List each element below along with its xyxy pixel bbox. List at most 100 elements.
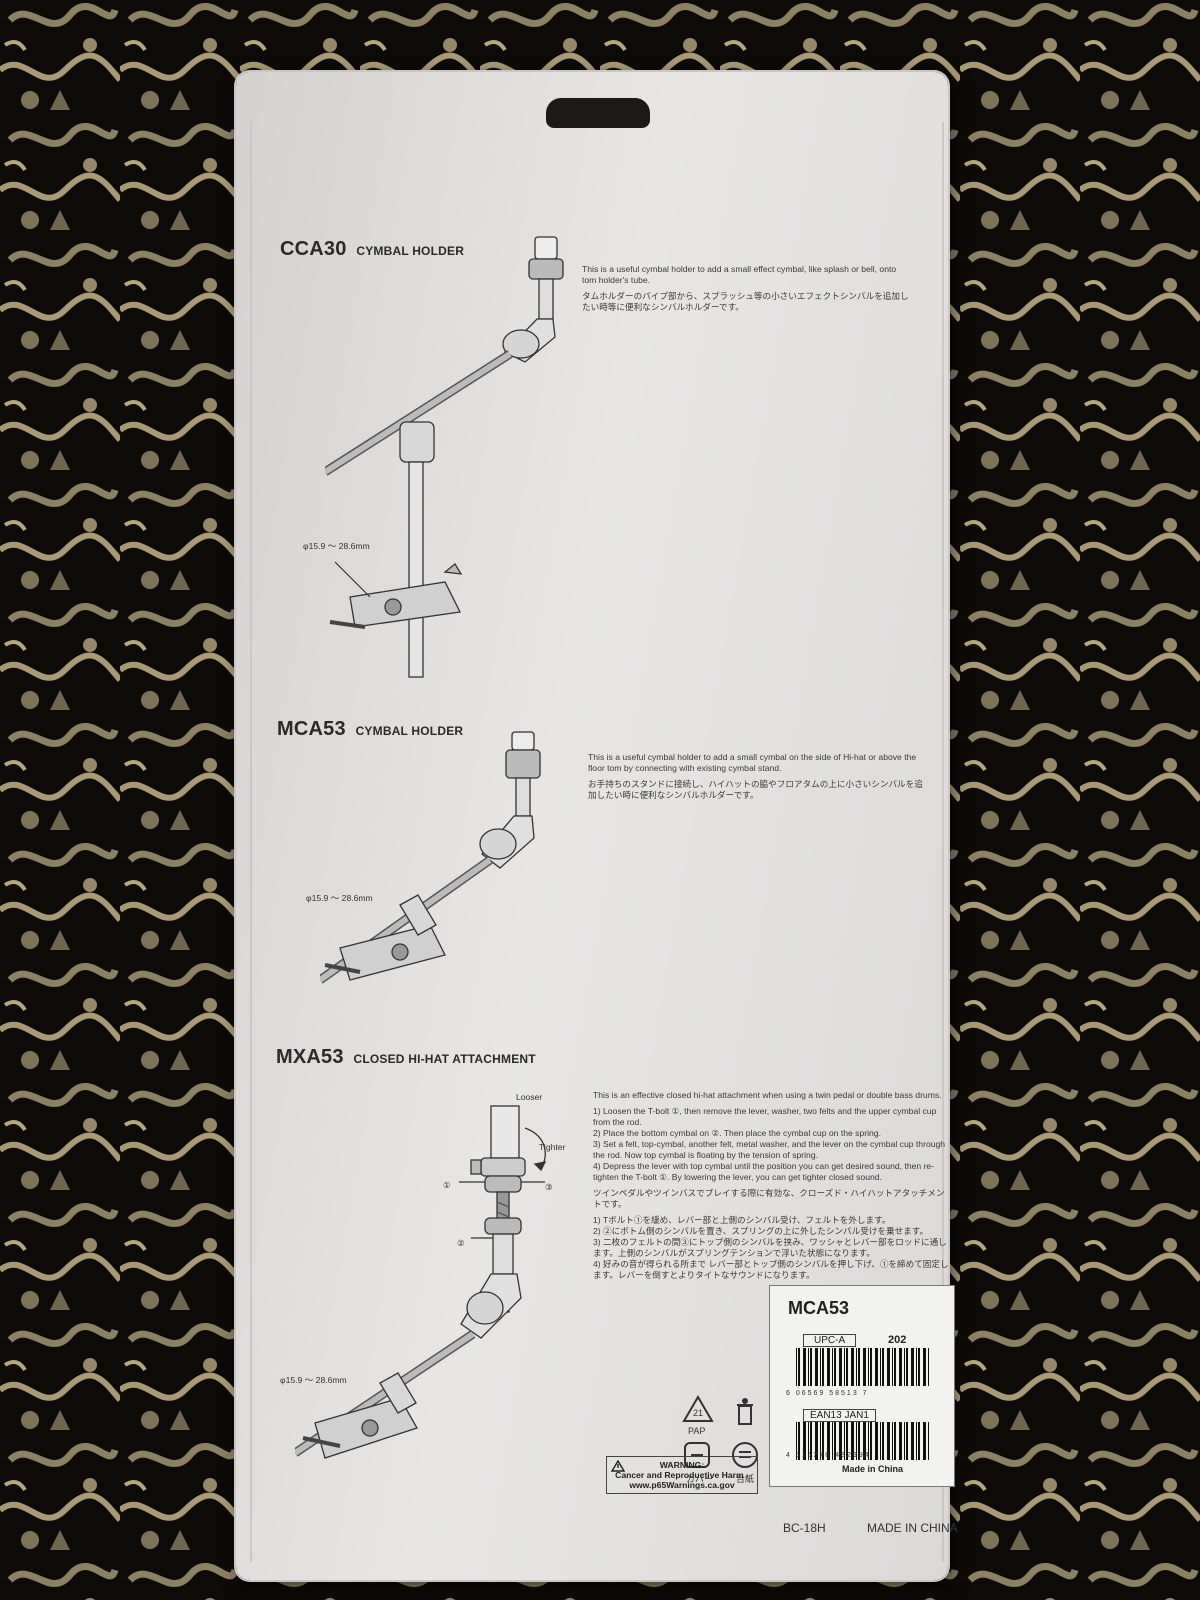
barcode-bar [808, 1348, 809, 1386]
barcode-bar [918, 1348, 920, 1386]
callout-1: ① [443, 1180, 451, 1190]
barcode-bar [844, 1348, 845, 1386]
barcode-bar [796, 1348, 797, 1386]
ean-barcode [796, 1422, 929, 1460]
warning-line2: Cancer and Reproductive Harm - [615, 1470, 749, 1480]
mxa53-step-jp-3: 3) 二枚のフェルトの間③にトップ側のシンバルを挟み、ワッシャとレバー部をロッド… [593, 1237, 947, 1258]
mxa53-step-en-4: 4) Depress the lever with top cymbal unt… [593, 1161, 935, 1182]
barcode-bar [803, 1348, 806, 1386]
callout-2: ② [457, 1238, 465, 1248]
barcode-bar [916, 1348, 917, 1386]
mca53-name: CYMBAL HOLDER [355, 724, 464, 738]
barcode-bar [851, 1422, 854, 1460]
label-made-in: Made in China [842, 1464, 904, 1474]
barcode-bar [815, 1348, 818, 1386]
barcode-bar [798, 1348, 800, 1386]
mxa53-step-en-2: 2) Place the bottom cymbal on ②. Then pl… [593, 1128, 881, 1138]
mxa53-steps-jp: 1) Tボルト①を緩め、レバー部と上側のシンバル受け、フェルトを外します。 2)… [593, 1215, 953, 1281]
mca53-model: MCA53 [277, 718, 346, 740]
barcode-bar [834, 1348, 836, 1386]
barcode-bar [875, 1422, 878, 1460]
barcode-bar [880, 1348, 881, 1386]
barcode-bar [827, 1422, 830, 1460]
mca53-title: MCA53 CYMBAL HOLDER [277, 718, 463, 741]
warning-line1: WARNING: [659, 1460, 705, 1470]
mca53-dimension: φ15.9 〜 28.6mm [306, 893, 373, 903]
mxa53-intro-en: This is an effective closed hi-hat attac… [593, 1090, 942, 1100]
barcode-bar [803, 1422, 806, 1460]
barcode-bar [820, 1348, 821, 1386]
looser-label: Looser [516, 1092, 543, 1102]
pap-recycle-icon: 21 [682, 1395, 714, 1422]
barcode-bar [810, 1348, 812, 1386]
ean-tag: EAN13 JAN1 [803, 1409, 876, 1422]
pap-number: 21 [693, 1408, 703, 1418]
upc-digits: 6 06569 58513 7 [786, 1390, 869, 1397]
barcode-bar [827, 1348, 830, 1386]
mca53-desc-en: This is a useful cymbal holder to add a … [588, 752, 917, 773]
barcode-bar [882, 1422, 884, 1460]
plastic-mark-icon [684, 1442, 710, 1468]
barcode-bar [863, 1422, 866, 1460]
barcode-bar [892, 1348, 893, 1386]
barcode-bar [839, 1348, 842, 1386]
footer-made-in: MADE IN CHINA [867, 1521, 958, 1535]
barcode-bar [868, 1422, 869, 1460]
barcode-bar [918, 1422, 920, 1460]
barcode-bar [810, 1422, 812, 1460]
paper-label: 台紙 [736, 1474, 755, 1484]
barcode-bar [904, 1348, 905, 1386]
barcode-bar [856, 1422, 857, 1460]
barcode-bar [798, 1422, 800, 1460]
barcode-bar [863, 1348, 866, 1386]
barcode-bar [858, 1348, 860, 1386]
barcode-bar [822, 1422, 824, 1460]
barcode-bar [923, 1422, 926, 1460]
mxa53-step-jp-4: 4) 好みの音が得られる所まで レバー部とトップ側のシンバルを押し下げ、①を締め… [593, 1259, 949, 1280]
barcode-bar [808, 1422, 809, 1460]
cca30-title: CCA30 CYMBAL HOLDER [280, 238, 464, 261]
barcode-bar [846, 1348, 848, 1386]
barcode-bar [870, 1422, 872, 1460]
barcode-bar [856, 1348, 857, 1386]
barcode-bar [916, 1422, 917, 1460]
barcode-bar [822, 1348, 824, 1386]
barcode-bar [892, 1422, 893, 1460]
barcode-bar [851, 1348, 854, 1386]
footer-code: BC-18H [783, 1521, 826, 1535]
trash-bin-icon [737, 1398, 753, 1425]
pap-label: PAP [688, 1426, 706, 1436]
cover-label: カバー [686, 1474, 714, 1484]
barcode-bar [858, 1422, 860, 1460]
mxa53-title: MXA53 CLOSED HI-HAT ATTACHMENT [276, 1046, 536, 1069]
upc-barcode [796, 1348, 929, 1386]
label-model: MCA53 [788, 1298, 850, 1318]
barcode-bar [832, 1348, 833, 1386]
barcode-bar [839, 1422, 842, 1460]
barcode-bar [904, 1422, 905, 1460]
mxa53-model: MXA53 [276, 1046, 344, 1068]
barcode-bar [923, 1348, 926, 1386]
barcode-bar [928, 1422, 929, 1460]
barcode-bar [911, 1422, 914, 1460]
mxa53-step-en-3: 3) Set a felt, top-cymbal, another felt,… [593, 1139, 946, 1160]
paper-mark-icon [732, 1442, 758, 1468]
cca30-desc-jp: タムホルダーのパイプ部から、スプラッシュ等の小さいエフェクトシンバルを追加したい… [582, 291, 909, 312]
barcode-bar [844, 1422, 845, 1460]
barcode-bar [875, 1348, 878, 1386]
cca30-model: CCA30 [280, 238, 347, 260]
cca30-desc-en: This is a useful cymbal holder to add a … [582, 264, 897, 285]
hang-hole [546, 98, 650, 128]
barcode-bar [815, 1422, 818, 1460]
mxa53-step-en-1: 1) Loosen the T-bolt ①, then remove the … [593, 1106, 937, 1127]
card-inner-fold [250, 122, 944, 1562]
mca53-illustration [320, 731, 541, 984]
mxa53-intro-jp: ツインペダルやツインバスでプレイする際に有効な、クローズド・ハイハットアタッチメ… [593, 1188, 945, 1209]
cca30-dimension: φ15.9 〜 28.6mm [303, 541, 370, 551]
mxa53-step-jp-1: 1) Tボルト①を緩め、レバー部と上側のシンバル受け、フェルトを外します。 [593, 1215, 891, 1225]
mxa53-illustration [295, 1105, 547, 1459]
barcode-bar [846, 1422, 848, 1460]
mxa53-steps-en: 1) Loosen the T-bolt ①, then remove the … [593, 1106, 953, 1183]
ean-digits: 4 515276 482994 [786, 1452, 871, 1459]
label-code: 202 [888, 1334, 907, 1346]
